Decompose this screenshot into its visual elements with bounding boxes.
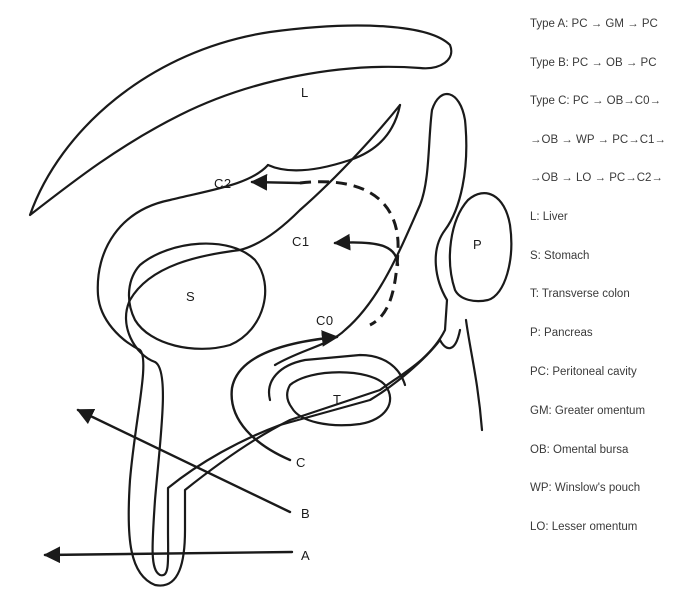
- liver-label: L: [301, 85, 309, 100]
- peritoneal-inner-contour: [126, 105, 460, 575]
- legend-peritoneal-cavity: PC: Peritoneal cavity: [530, 365, 637, 379]
- route-a-label: A: [301, 548, 310, 563]
- legend-type-b: Type B: PC → OB → PC: [530, 56, 657, 70]
- pancreas-label: P: [473, 237, 482, 252]
- legend-transverse-colon: T: Transverse colon: [530, 287, 630, 301]
- stomach-label: S: [186, 289, 195, 304]
- transverse-colon-label: T: [333, 392, 341, 407]
- route-c-dashed-path: [300, 182, 398, 325]
- arrow-c1: [335, 242, 398, 265]
- legend-pancreas: P: Pancreas: [530, 326, 593, 340]
- c2-label: C2: [214, 176, 232, 191]
- legend-stomach: S: Stomach: [530, 249, 589, 263]
- c0-label: C0: [316, 313, 334, 328]
- route-b-label: B: [301, 506, 310, 521]
- legend-lesser-omentum: LO: Lesser omentum: [530, 520, 637, 534]
- arrow-route-a: [45, 552, 292, 555]
- legend-greater-omentum: GM: Greater omentum: [530, 404, 645, 418]
- legend-type-c-cont-2: →OB → LO → PC→C2→: [530, 171, 663, 185]
- legend-type-a: Type A: PC → GM → PC: [530, 17, 658, 31]
- route-c-label: C: [296, 455, 306, 470]
- posterior-wall-outline: [466, 320, 482, 430]
- arrow-route-c: [232, 337, 337, 460]
- legend-liver: L: Liver: [530, 210, 568, 224]
- peritoneal-diagram: L S T P C0 C1 C2 A B C: [0, 0, 520, 602]
- peritoneal-outer-contour: [98, 94, 467, 586]
- legend-type-c: Type C: PC → OB→C0→: [530, 94, 661, 108]
- legend-omental-bursa: OB: Omental bursa: [530, 443, 628, 457]
- stomach-outline: [129, 244, 265, 349]
- arrow-c2: [252, 182, 300, 183]
- legend-type-c-cont-1: →OB → WP → PC→C1→: [530, 133, 666, 147]
- legend-winslows-pouch: WP: Winslow's pouch: [530, 481, 640, 495]
- lesser-omentum-outline: [268, 105, 400, 170]
- c1-label: C1: [292, 234, 310, 249]
